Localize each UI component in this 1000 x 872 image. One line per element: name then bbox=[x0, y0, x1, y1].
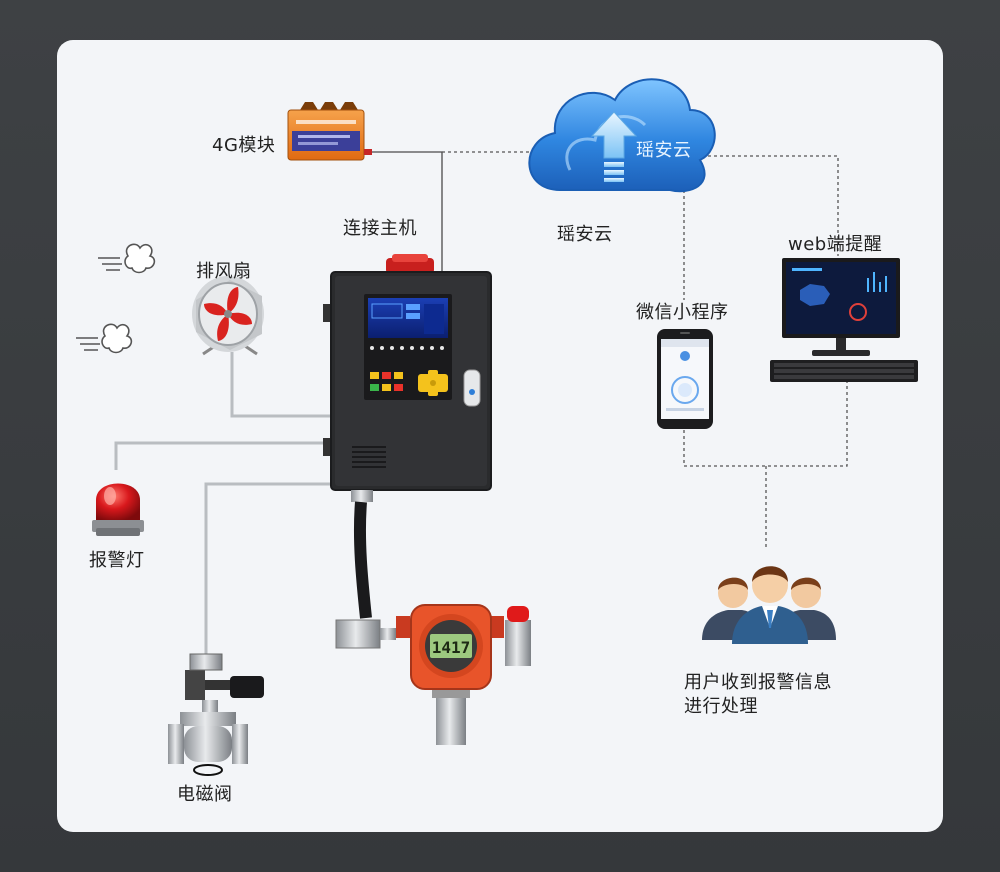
computer bbox=[770, 258, 918, 382]
label-users-line1: 用户收到报警信息 bbox=[684, 672, 832, 693]
airflow-icon bbox=[76, 243, 156, 354]
label-fan: 排风扇 bbox=[196, 261, 252, 282]
users-icon bbox=[702, 566, 836, 644]
wiring-lines bbox=[114, 352, 331, 655]
alarm-light bbox=[92, 483, 144, 536]
label-4g-module: 4G模块 bbox=[212, 135, 276, 156]
detector-reading: 1417 bbox=[432, 638, 471, 657]
label-users-line2: 进行处理 bbox=[684, 696, 758, 717]
host-controller bbox=[323, 254, 492, 491]
solenoid-valve bbox=[168, 653, 264, 776]
smartphone bbox=[657, 329, 713, 429]
label-wechat: 微信小程序 bbox=[636, 302, 729, 323]
sensor-hose bbox=[335, 490, 396, 649]
gas-detector bbox=[396, 604, 531, 745]
cloud bbox=[528, 78, 716, 193]
label-host: 连接主机 bbox=[343, 218, 417, 239]
label-alarm-light: 报警灯 bbox=[89, 550, 145, 571]
exhaust-fan bbox=[192, 276, 264, 356]
network-dashed-lines bbox=[442, 151, 848, 548]
label-web: web端提醒 bbox=[788, 234, 883, 255]
label-valve: 电磁阀 bbox=[177, 784, 233, 805]
label-cloud: 瑶安云 bbox=[557, 224, 613, 245]
4g-module bbox=[287, 102, 372, 161]
cloud-logo-text: 瑶安云 bbox=[636, 140, 692, 161]
